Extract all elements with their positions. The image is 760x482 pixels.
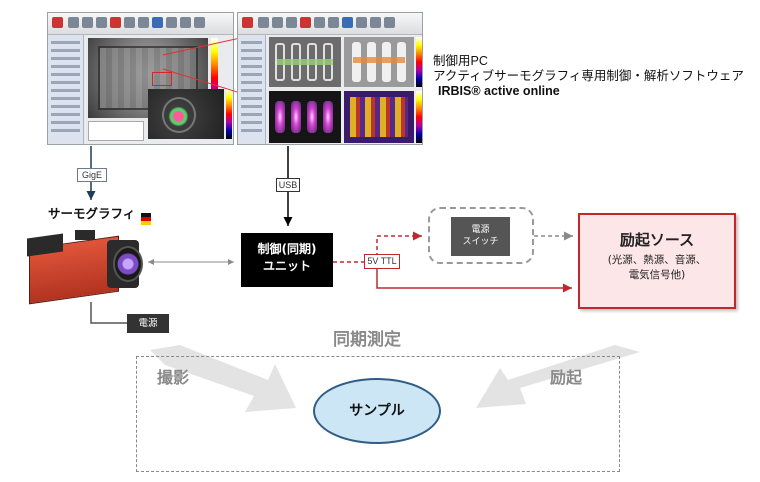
power-switch-line-2: スイッチ bbox=[462, 237, 499, 247]
software-description: 制御用PC アクティブサーモグラフィ専用制御・解析ソフトウェア IRBIS® a… bbox=[433, 54, 753, 99]
sync-area bbox=[136, 356, 620, 472]
image-amplitude bbox=[269, 37, 341, 87]
usb-tag: USB bbox=[276, 178, 300, 192]
gige-tag: GigE bbox=[77, 168, 107, 182]
camera-label: サーモグラフィ bbox=[48, 207, 136, 221]
settings-panel bbox=[48, 35, 84, 144]
software-screenshot-analysis bbox=[237, 12, 423, 145]
graph-area bbox=[88, 121, 144, 141]
software-line-3: IRBIS® active online bbox=[438, 84, 560, 98]
image-thermal bbox=[269, 91, 341, 143]
thermal-image-zoom bbox=[148, 89, 224, 139]
software-line-2: アクティブサーモグラフィ専用制御・解析ソフトウェア bbox=[433, 69, 744, 83]
capture-arrow bbox=[150, 345, 296, 412]
camera-power-tag: 電源 bbox=[127, 314, 169, 333]
excitation-title: 励起ソース bbox=[619, 231, 695, 249]
image-phase bbox=[344, 37, 414, 87]
camera-brand-logo bbox=[141, 213, 151, 227]
settings-panel bbox=[238, 35, 266, 144]
ttl-to-source bbox=[376, 262, 572, 293]
toolbar bbox=[238, 13, 422, 35]
control-unit-line-2: ユニット bbox=[262, 259, 311, 273]
color-scale bbox=[226, 89, 232, 139]
excite-arrow bbox=[476, 345, 640, 408]
control-unit-line-1: 制御(同期) bbox=[257, 242, 317, 256]
software-line-1: 制御用PC bbox=[433, 54, 488, 68]
toolbar bbox=[48, 13, 233, 35]
power-switch-group bbox=[428, 207, 534, 264]
excitation-line-1: (光源、熱源、音源、 bbox=[607, 254, 707, 266]
power-switch: 電源 スイッチ bbox=[451, 217, 510, 256]
excitation-source: 励起ソース (光源、熱源、音源、 電気信号他) bbox=[578, 213, 736, 309]
control-unit: 制御(同期) ユニット bbox=[241, 233, 333, 287]
camera-power-line bbox=[90, 302, 128, 324]
power-switch-line-1: 電源 bbox=[471, 225, 490, 235]
color-scale bbox=[416, 91, 422, 143]
capture-label: 撮影 bbox=[157, 368, 190, 387]
color-scale bbox=[211, 38, 218, 118]
image-result bbox=[344, 91, 414, 143]
excitation-line-2: 電気信号他) bbox=[628, 269, 686, 281]
sync-title: 同期測定 bbox=[333, 330, 401, 350]
ttl-to-switch bbox=[333, 231, 422, 263]
sample: サンプル bbox=[313, 378, 441, 444]
color-scale bbox=[416, 37, 422, 87]
ttl-tag: 5V TTL bbox=[364, 254, 400, 269]
excite-label: 励起 bbox=[550, 368, 583, 387]
software-screenshot-overview bbox=[47, 12, 234, 145]
thermal-camera bbox=[27, 228, 147, 305]
